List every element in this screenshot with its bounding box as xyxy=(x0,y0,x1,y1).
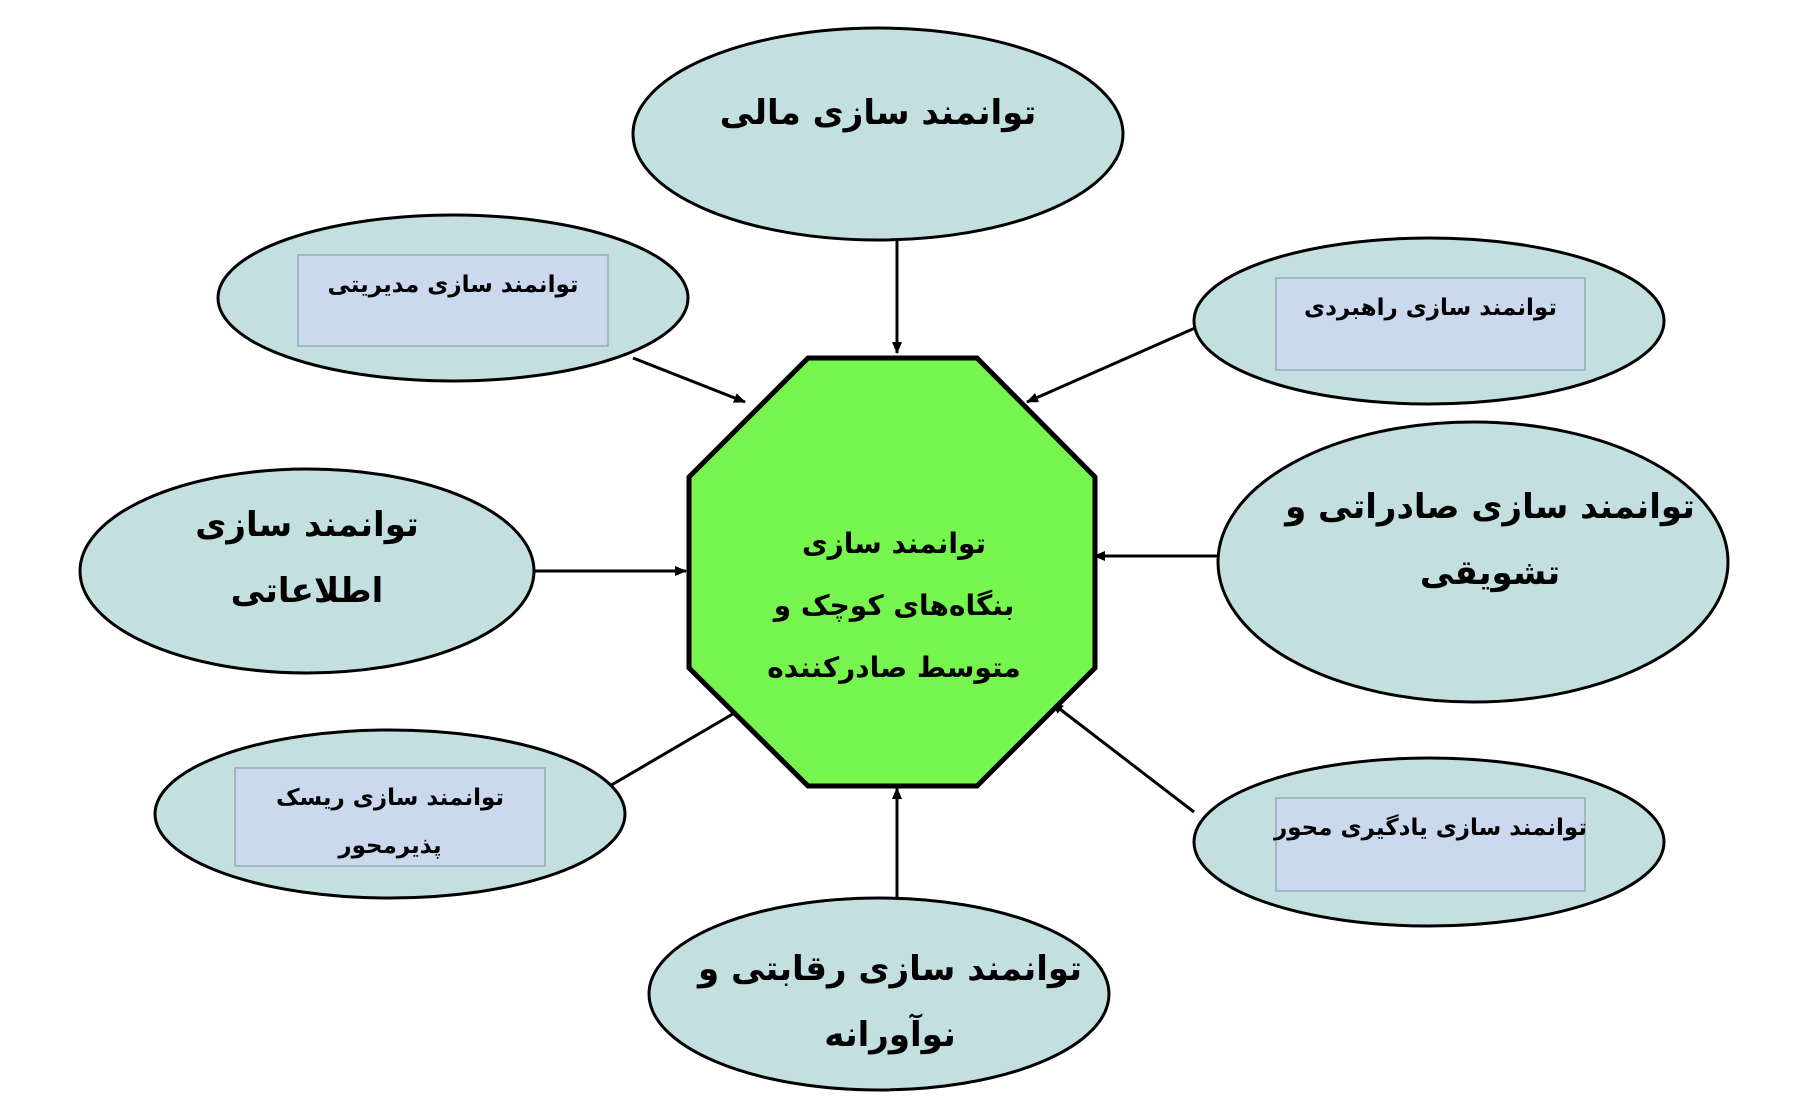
node-learning-box xyxy=(1275,797,1586,892)
node-strategic-label: توانمند سازی راهبردی xyxy=(1276,278,1585,370)
node-financial-ellipse xyxy=(631,26,1125,242)
node-export-ellipse xyxy=(1216,420,1730,704)
node-financial-label: توانمند سازی مالی xyxy=(700,80,1056,146)
node-strategic-line-1: توانمند سازی راهبردی xyxy=(1304,295,1557,321)
node-strategic-box xyxy=(1275,277,1586,371)
node-managerial-label: توانمند سازی مدیریتی xyxy=(298,255,608,346)
node-competitive-ellipse xyxy=(647,896,1111,1092)
node-export-line-2: تشویقی xyxy=(1419,553,1561,593)
center-line-1: توانمند سازی xyxy=(801,527,987,560)
arrow-risk xyxy=(607,706,744,789)
node-informational-label: توانمند سازی اطلاعاتی xyxy=(150,488,464,628)
arrow-strategic xyxy=(1026,326,1196,404)
center-line-3: متوسط صادرکننده xyxy=(767,651,1021,684)
node-learning-line-1: توانمند سازی یادگیری محور xyxy=(1274,815,1587,841)
node-export-label: توانمند سازی صادراتی و تشویقی xyxy=(1260,470,1720,610)
node-informational-line-2: اطلاعاتی xyxy=(230,571,384,611)
node-risk-label: توانمند سازی ریسک پذیرمحور xyxy=(235,768,545,866)
center-line-2: بنگاه‌های کوچک و xyxy=(773,589,1015,622)
node-managerial-line-1: توانمند سازی مدیریتی xyxy=(327,272,579,298)
node-financial-line-1: توانمند سازی مالی xyxy=(719,93,1037,133)
node-competitive-line-1: توانمند سازی رقابتی و xyxy=(697,949,1083,989)
node-informational-line-1: توانمند سازی xyxy=(195,505,419,545)
node-informational-ellipse xyxy=(78,467,536,675)
node-managerial-box xyxy=(297,254,609,347)
center-octagon xyxy=(686,355,1098,789)
node-learning-label: توانمند سازی یادگیری محور xyxy=(1274,798,1587,891)
node-risk-line-1: توانمند سازی ریسک xyxy=(275,785,505,811)
arrow-managerial xyxy=(632,356,746,404)
node-competitive-label: توانمند سازی رقابتی و نوآورانه xyxy=(697,932,1083,1072)
node-competitive-line-2: نوآورانه xyxy=(824,1015,956,1055)
center-label: توانمند سازی بنگاه‌های کوچک و متوسط صادر… xyxy=(734,511,1054,701)
node-risk-line-2: پذیرمحور xyxy=(338,833,442,859)
node-risk-box xyxy=(234,767,546,867)
node-export-line-1: توانمند سازی صادراتی و xyxy=(1285,487,1695,527)
arrow-learning xyxy=(1051,701,1195,814)
